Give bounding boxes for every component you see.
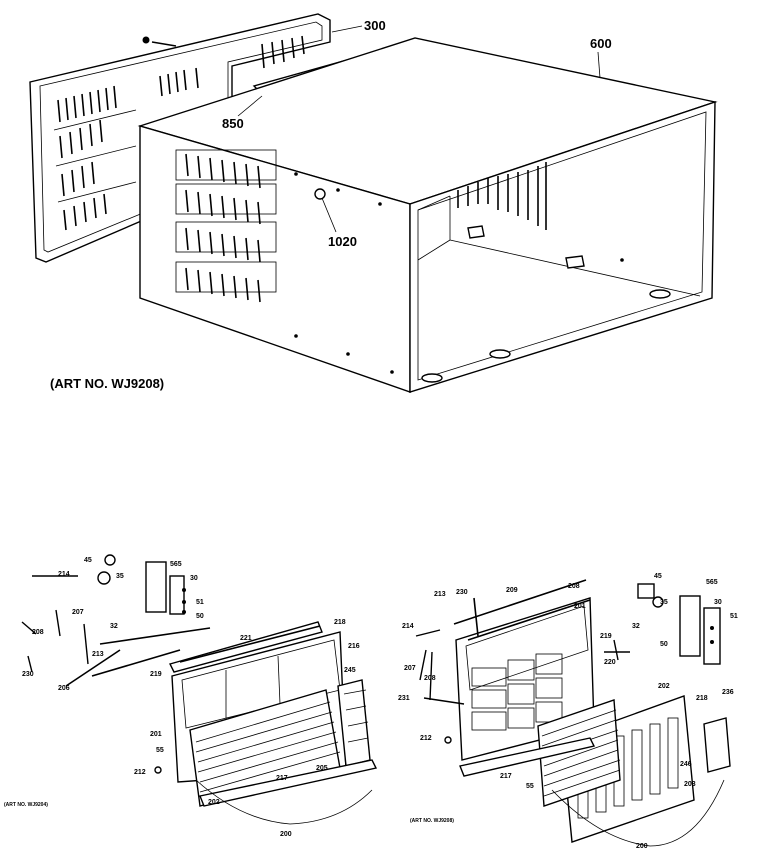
left-callout-208: 208 [32, 629, 44, 636]
left-callout-200: 200 [280, 831, 292, 838]
left-callout-202: 202 [208, 799, 220, 806]
left-callout-217: 217 [276, 775, 288, 782]
cabinet-side-louvers [175, 149, 277, 303]
left-callout-230: 230 [22, 671, 34, 678]
right-callout-207: 207 [404, 665, 416, 672]
left-callout-216: 216 [348, 643, 360, 650]
cabinet-inner-louvers [457, 162, 547, 230]
left-callout-55: 55 [156, 747, 164, 754]
left-callout-51: 51 [196, 599, 204, 606]
left-callout-45: 45 [84, 557, 92, 564]
left-callout-50: 50 [196, 613, 204, 620]
right-filter-mesh [541, 709, 621, 797]
left-callout-32: 32 [110, 623, 118, 630]
capacitor-icon [104, 554, 116, 566]
left-callout-213: 213 [92, 651, 104, 658]
cabinet [137, 37, 718, 393]
left-assembly: 45 35 565 30 51 32 50 214 207 208 230 21… [4, 554, 378, 838]
callout-1020: 1020 [328, 234, 357, 249]
left-callout-565: 565 [170, 561, 182, 568]
right-callout-565: 565 [706, 579, 718, 586]
right-callout-231: 231 [398, 695, 410, 702]
right-callout-230: 230 [456, 589, 468, 596]
grille-louvers [57, 35, 305, 231]
right-callout-214: 214 [402, 623, 414, 630]
right-callout-50: 50 [660, 641, 668, 648]
right-callout-208b: 208 [424, 675, 436, 682]
right-callout-30: 30 [714, 599, 722, 606]
right-callout-246: 246 [680, 761, 692, 768]
right-callout-208: 208 [568, 583, 580, 590]
right-callout-203: 203 [684, 781, 696, 788]
right-callout-55: 55 [526, 783, 534, 790]
art-number-right: (ART NO. WJ9208) [410, 818, 454, 824]
right-callout-220: 220 [604, 659, 616, 666]
callout-300: 300 [364, 18, 386, 33]
right-callout-217: 217 [500, 773, 512, 780]
right-callout-45: 45 [654, 573, 662, 580]
left-grille-fins [195, 701, 341, 793]
art-number-top: (ART NO. WJ9208) [50, 376, 164, 391]
right-callout-32: 32 [632, 623, 640, 630]
left-callout-30: 30 [190, 575, 198, 582]
right-callout-212: 212 [420, 735, 432, 742]
right-callout-51: 51 [730, 613, 738, 620]
left-callout-212: 212 [134, 769, 146, 776]
right-callout-219: 219 [600, 633, 612, 640]
left-callout-245: 245 [344, 667, 356, 674]
right-callout-200: 200 [636, 843, 648, 850]
right-callout-218: 218 [696, 695, 708, 702]
left-callout-201: 201 [150, 731, 162, 738]
right-callout-201: 201 [574, 603, 586, 610]
top-assembly: 300 600 850 1020 (ART NO. WJ9208) [29, 13, 718, 393]
knob-icon [97, 571, 111, 585]
screw-icon [142, 36, 150, 44]
left-callout-219: 219 [150, 671, 162, 678]
right-callout-202: 202 [658, 683, 670, 690]
left-callout-205: 205 [316, 765, 328, 772]
left-callout-35: 35 [116, 573, 124, 580]
left-callout-214: 214 [58, 571, 70, 578]
right-callout-209: 209 [506, 587, 518, 594]
callout-850: 850 [222, 116, 244, 131]
left-callout-218: 218 [334, 619, 346, 626]
capacitor-icon [652, 596, 664, 608]
right-assembly: 230 209 208 213 201 45 565 30 35 51 214 … [398, 573, 738, 850]
screw-icon [444, 736, 452, 744]
art-number-left: (ART NO. WJ9204) [4, 802, 48, 808]
screw-icon [154, 766, 162, 774]
right-callout-236: 236 [722, 689, 734, 696]
right-callout-213: 213 [434, 591, 446, 598]
left-callout-207: 207 [72, 609, 84, 616]
right-callout-35: 35 [660, 599, 668, 606]
left-callout-206: 206 [58, 685, 70, 692]
grommet-icon [314, 188, 326, 200]
left-callout-221: 221 [240, 635, 252, 642]
callout-600: 600 [590, 36, 612, 51]
